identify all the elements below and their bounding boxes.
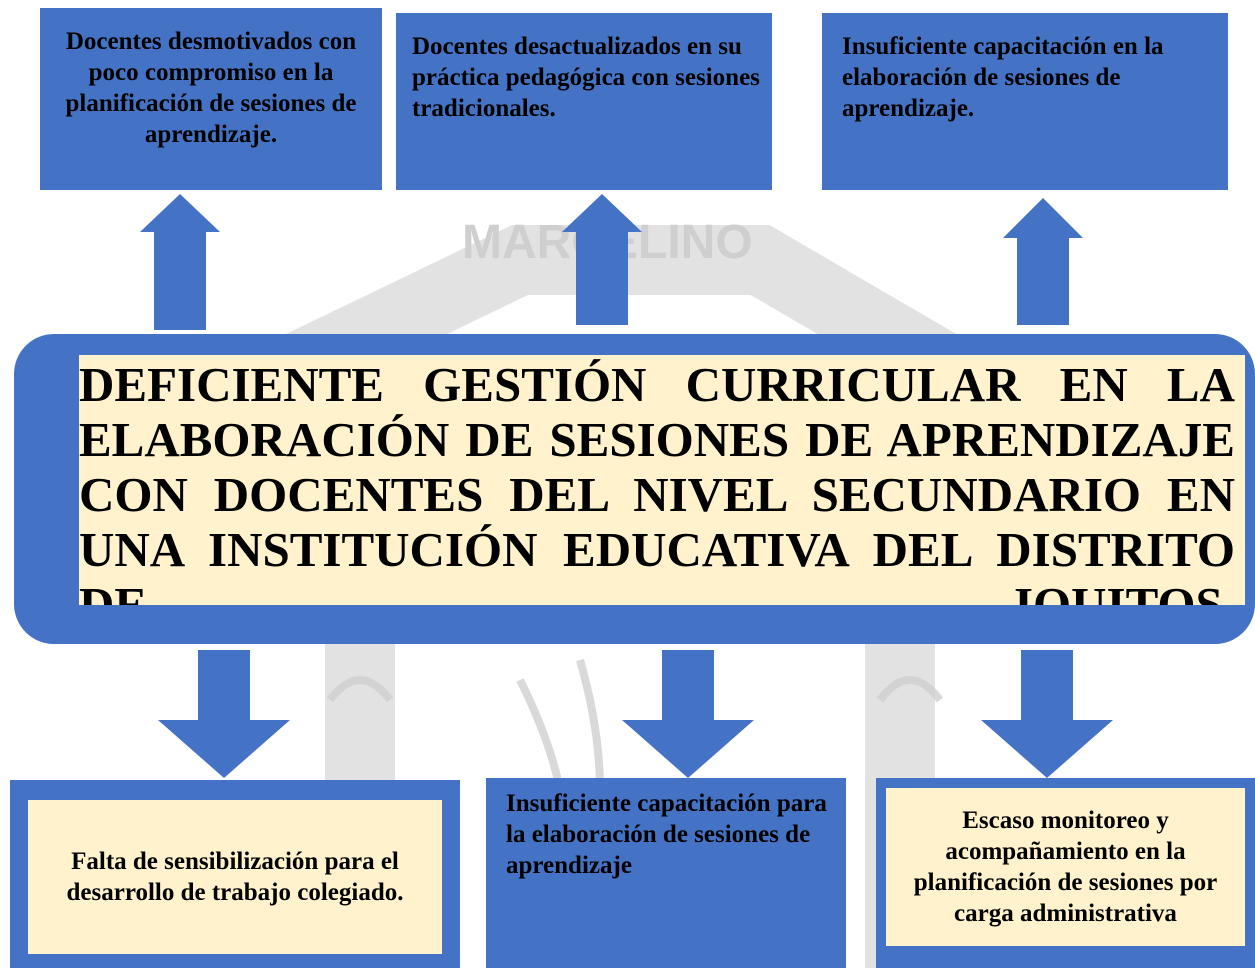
effect-box-3: Insuficiente capacitación en la elaborac… [822, 13, 1228, 190]
central-problem-text: DEFICIENTE GESTIÓN CURRICULAR EN LA ELAB… [79, 357, 1235, 605]
cause-box-3: Escaso monitoreo y acompañamiento en la … [876, 778, 1255, 968]
down-arrow-2 [622, 650, 754, 778]
cause-text-1: Falta de sensibilización para el desarro… [66, 848, 404, 906]
cause-box-2: Insuficiente capacitación para la elabor… [486, 778, 846, 968]
cause-panel-1: Falta de sensibilización para el desarro… [28, 800, 442, 954]
effect-text-2: Docentes desactualizados en su práctica … [412, 33, 760, 122]
central-problem-panel: DEFICIENTE GESTIÓN CURRICULAR EN LA ELAB… [79, 355, 1245, 605]
effect-box-1: Docentes desmotivados con poco compromis… [40, 8, 382, 190]
effect-text-1: Docentes desmotivados con poco compromis… [65, 28, 357, 148]
cause-box-1: Falta de sensibilización para el desarro… [10, 780, 460, 968]
down-arrow-1 [158, 650, 290, 778]
up-arrow-1 [140, 194, 220, 330]
cause-panel-3: Escaso monitoreo y acompañamiento en la … [886, 788, 1245, 946]
up-arrow-3 [1003, 198, 1083, 325]
cause-text-3: Escaso monitoreo y acompañamiento en la … [913, 807, 1218, 927]
down-arrow-3 [981, 650, 1113, 778]
effect-text-3: Insuficiente capacitación en la elaborac… [842, 33, 1164, 122]
cause-text-2: Insuficiente capacitación para la elabor… [506, 790, 827, 879]
effect-box-2: Docentes desactualizados en su práctica … [396, 13, 772, 190]
up-arrow-2 [562, 194, 642, 325]
